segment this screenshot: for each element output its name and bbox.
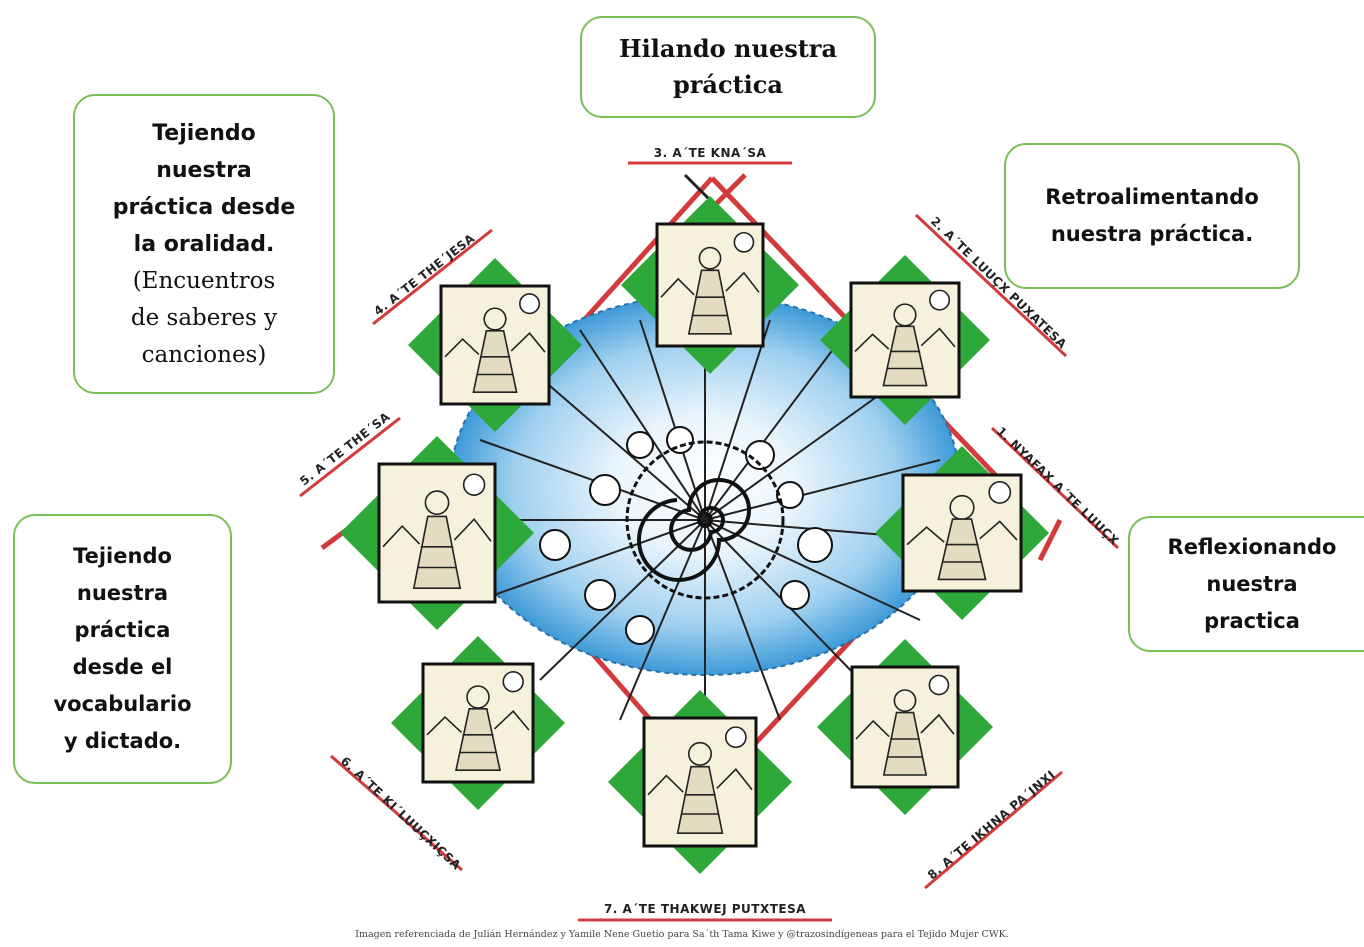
stage-label-7: 7. A´TE THAKWEJ PUTXTESA — [604, 902, 806, 916]
spiral-ring — [625, 440, 785, 600]
image-credit-caption: Imagen referenciada de Julián Hernández … — [355, 929, 1009, 940]
figure-sketch-5 — [382, 473, 492, 589]
stage-label-3: 3. A´TE KNA´SA — [654, 146, 767, 160]
figure-sketch-4 — [444, 293, 546, 393]
box-vocab-text: Tejiendo nuestra práctica desde el vocab… — [53, 544, 192, 753]
figure-sketch-2 — [854, 289, 956, 387]
box-tejiendo-oralidad: Tejiendo nuestra práctica desde la orali… — [73, 94, 335, 394]
box-tejiendo-vocabulario: Tejiendo nuestra práctica desde el vocab… — [13, 514, 232, 784]
stage-label-underlines — [299, 161, 1120, 922]
box-retro-text: Retroalimentando nuestra práctica. — [1045, 185, 1259, 246]
box-reflexionando: Reflexionando nuestra practica — [1128, 516, 1364, 652]
radial-lines — [470, 319, 946, 740]
box-reflex-text: Reflexionando nuestra practica — [1167, 534, 1337, 633]
figure-sketch-8 — [855, 674, 955, 776]
figure-sketch-7 — [647, 726, 753, 834]
figure-sketch-1 — [906, 480, 1018, 581]
figure-sketch-6 — [426, 670, 530, 771]
box-hilando-nuestra-practica: Hilando nuestra práctica — [580, 16, 876, 118]
box-hilando-text: Hilando nuestra práctica — [618, 34, 837, 99]
box-oralidad-text: Tejiendo nuestra práctica desde la orali… — [112, 120, 296, 257]
box-retroalimentando: Retroalimentando nuestra práctica. — [1004, 143, 1300, 289]
figure-sketch-3 — [660, 231, 760, 335]
spiral — [637, 478, 751, 582]
box-oralidad-subtext: (Encuentros de saberes y canciones) — [130, 267, 278, 368]
stage-cards — [340, 196, 1049, 874]
moon-phase-circles — [539, 426, 833, 645]
